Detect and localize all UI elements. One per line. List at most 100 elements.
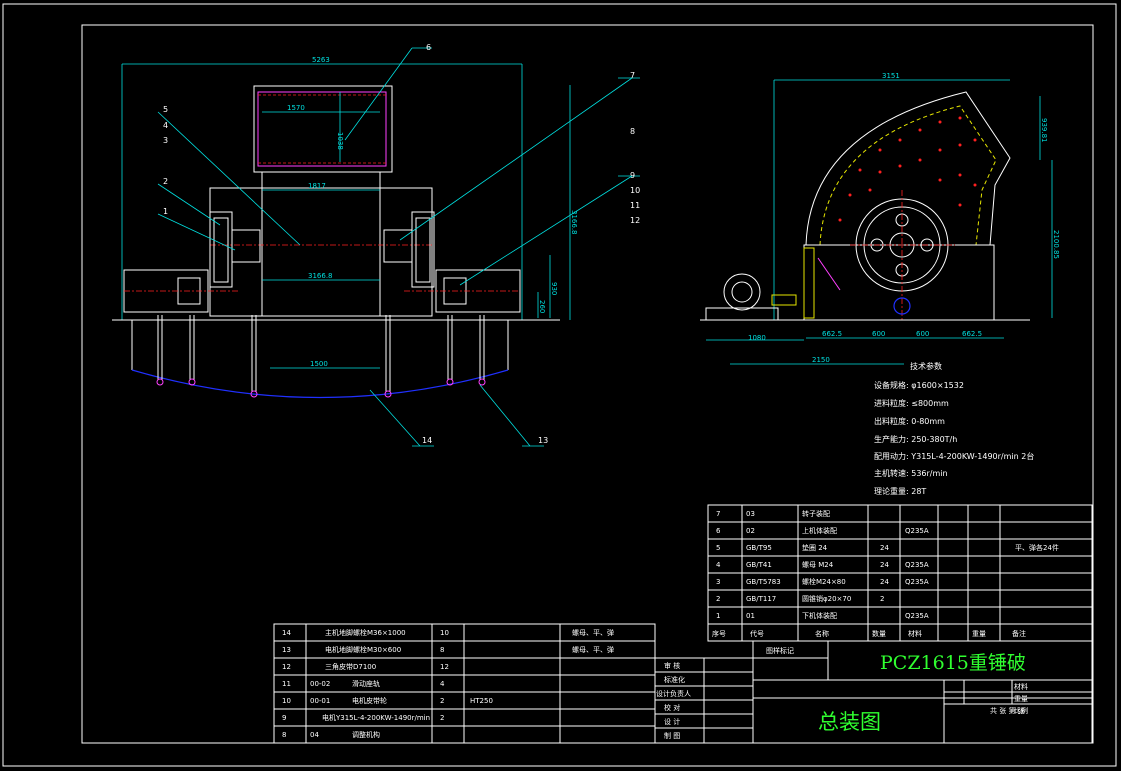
- dim-1080: 1080: [748, 334, 766, 342]
- svg-text:滑动座轨: 滑动座轨: [352, 679, 380, 688]
- svg-text:比例: 比例: [1014, 706, 1028, 715]
- balloon-6: 6: [426, 43, 431, 52]
- svg-text:1: 1: [716, 612, 720, 620]
- svg-text:8: 8: [282, 731, 286, 739]
- tech-line-6: 主机转速: 536r/min: [874, 468, 948, 478]
- svg-text:6: 6: [716, 527, 721, 535]
- svg-text:电机皮带轮: 电机皮带轮: [352, 696, 387, 705]
- svg-text:重量: 重量: [1014, 695, 1028, 703]
- dim-600-a: 600: [872, 330, 885, 338]
- svg-text:10: 10: [440, 629, 449, 637]
- svg-text:名称: 名称: [815, 629, 829, 638]
- svg-text:Q235A: Q235A: [905, 578, 929, 586]
- balloon-14: 14: [422, 436, 432, 445]
- balloon-7: 7: [630, 71, 635, 80]
- svg-text:校 对: 校 对: [664, 703, 680, 712]
- svg-text:Q235A: Q235A: [905, 561, 929, 569]
- balloon-4: 4: [163, 121, 168, 130]
- svg-text:HT250: HT250: [470, 697, 493, 705]
- svg-text:共 张 第 张: 共 张 第 张: [990, 706, 1025, 715]
- svg-text:垫圈 24: 垫圈 24: [802, 543, 828, 552]
- dim-662-b: 662.5: [962, 330, 982, 338]
- sign-block: [654, 657, 754, 744]
- balloon-2: 2: [163, 177, 168, 186]
- product-title: PCZ1615重锤破: [880, 652, 1026, 674]
- svg-text:2: 2: [880, 595, 884, 603]
- svg-text:螺栓M24×80: 螺栓M24×80: [802, 577, 846, 586]
- balloon-1: 1: [163, 207, 168, 216]
- left-pulley: [209, 211, 233, 288]
- drawing-mark-label: 图样标记: [766, 646, 794, 655]
- tech-line-5: 配用动力: Y315L-4-200KW-1490r/min 2台: [874, 451, 1034, 461]
- svg-text:13: 13: [282, 646, 291, 654]
- tech-line-7: 理论重量: 28T: [874, 486, 926, 496]
- title-small-labels: 材料 重量 比例 共 张 第 张: [990, 682, 1028, 715]
- svg-text:备注: 备注: [1012, 629, 1026, 638]
- svg-text:GB/T95: GB/T95: [746, 544, 772, 552]
- balloon-11: 11: [630, 201, 640, 210]
- svg-text:设 计: 设 计: [664, 717, 680, 726]
- svg-text:10: 10: [282, 697, 291, 705]
- svg-text:12: 12: [282, 663, 291, 671]
- crusher-body: [209, 187, 433, 317]
- balloon-9: 9: [630, 171, 635, 180]
- side-view: 3151 939.81 2100.85: [700, 72, 1060, 365]
- sign-labels: 审 核 标准化 设计负责人 校 对 设 计 制 图: [656, 661, 691, 740]
- svg-text:7: 7: [716, 510, 720, 518]
- svg-text:螺母、平、弹: 螺母、平、弹: [572, 645, 614, 654]
- svg-text:4: 4: [716, 561, 721, 569]
- svg-text:2: 2: [440, 697, 444, 705]
- dim-2150: 2150: [812, 356, 830, 364]
- dim-3166: 3166.8: [570, 210, 578, 235]
- svg-text:01: 01: [746, 612, 755, 620]
- balloon-8: 8: [630, 127, 635, 136]
- svg-text:11: 11: [282, 680, 291, 688]
- upper-casing: [805, 91, 1011, 246]
- svg-text:3: 3: [716, 578, 720, 586]
- dim-3151: 3151: [882, 72, 900, 80]
- svg-text:调整机构: 调整机构: [352, 730, 380, 739]
- foundation-arc: [131, 369, 509, 399]
- parts-left-text: 14 主机地脚螺栓M36×1000 10 螺母、平、弹 13 电机地脚螺栓M30×600…: [282, 628, 614, 739]
- svg-text:03: 03: [746, 510, 755, 518]
- svg-text:主机地脚螺栓M36×1000: 主机地脚螺栓M36×1000: [325, 628, 406, 637]
- svg-text:5: 5: [716, 544, 720, 552]
- tech-params: 技术参数 设备规格: φ1600×1532 进料粒度: ≤800mm 出料粒度:…: [874, 361, 1034, 496]
- tech-heading: 技术参数: [910, 361, 942, 371]
- svg-text:制 图: 制 图: [664, 731, 680, 740]
- dim-2100: 2100.85: [1052, 230, 1060, 259]
- svg-text:04: 04: [310, 731, 319, 739]
- svg-text:审 核: 审 核: [664, 661, 680, 670]
- svg-text:GB/T41: GB/T41: [746, 561, 772, 569]
- svg-text:GB/T117: GB/T117: [746, 595, 776, 603]
- dim-5263: 5263: [312, 56, 330, 64]
- svg-text:24: 24: [880, 561, 889, 569]
- side-motor: [723, 273, 761, 311]
- right-pulley: [411, 211, 435, 288]
- svg-text:材料: 材料: [908, 629, 922, 638]
- dim-260: 260: [538, 300, 546, 313]
- svg-text:三角皮带D7100: 三角皮带D7100: [325, 662, 376, 671]
- svg-text:Q235A: Q235A: [905, 527, 929, 535]
- svg-text:14: 14: [282, 629, 291, 637]
- svg-text:00-02: 00-02: [310, 680, 330, 688]
- dim-939: 939.81: [1040, 118, 1048, 143]
- dim-1570: 1570: [287, 104, 305, 112]
- tech-line-2: 进料粒度: ≤800mm: [874, 398, 949, 408]
- svg-text:序号: 序号: [712, 629, 726, 638]
- balloon-10: 10: [630, 186, 640, 195]
- dim-662-a: 662.5: [822, 330, 842, 338]
- svg-text:24: 24: [880, 544, 889, 552]
- svg-text:数量: 数量: [872, 629, 886, 638]
- svg-text:Q235A: Q235A: [905, 612, 929, 620]
- svg-text:上机体装配: 上机体装配: [802, 526, 837, 535]
- svg-text:电机地脚螺栓M30×600: 电机地脚螺栓M30×600: [325, 645, 401, 654]
- tech-line-4: 生产能力: 250-380T/h: [874, 434, 957, 444]
- svg-text:下机体装配: 下机体装配: [802, 611, 837, 620]
- parts-table-right: [707, 504, 1093, 642]
- svg-text:转子装配: 转子装配: [802, 509, 830, 518]
- balloon-12: 12: [630, 216, 640, 225]
- svg-text:9: 9: [282, 714, 286, 722]
- svg-text:螺母、平、弹: 螺母、平、弹: [572, 628, 614, 637]
